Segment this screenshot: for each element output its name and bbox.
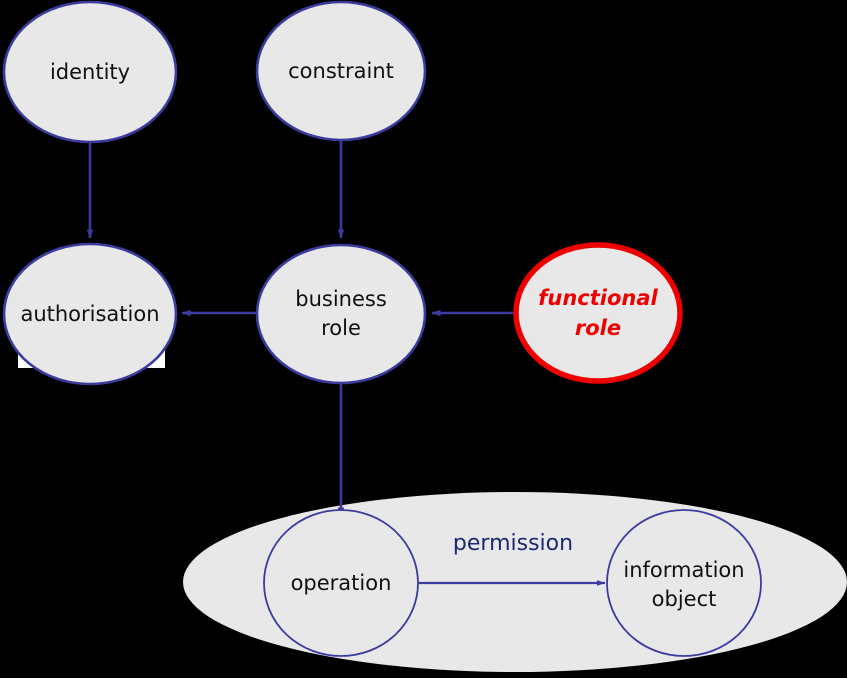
node-constraint-shape[interactable]: [255, 0, 427, 142]
node-identity-label: identity: [50, 60, 130, 84]
edge-label-permission: permission: [453, 531, 573, 556]
node-information-object-label-line1: information: [623, 558, 744, 582]
node-identity[interactable]: identity: [2, 0, 178, 144]
node-functional-role-label-line2: role: [575, 316, 621, 340]
node-functional-role[interactable]: functional role: [513, 242, 683, 384]
node-information-object-shape[interactable]: [606, 509, 762, 657]
node-constraint-label: constraint: [288, 59, 394, 83]
node-identity-shape[interactable]: [2, 0, 178, 144]
node-constraint[interactable]: constraint: [255, 0, 427, 142]
node-functional-role-label-line1: functional: [538, 286, 658, 310]
node-operation-label: operation: [291, 571, 392, 595]
node-authorisation-label: authorisation: [20, 302, 159, 326]
node-business-role-label-line2: role: [321, 316, 361, 340]
node-information-object[interactable]: information object: [606, 509, 762, 657]
node-authorisation[interactable]: authorisation: [2, 242, 178, 386]
node-information-object-label-line2: object: [652, 587, 717, 611]
node-operation[interactable]: operation: [263, 509, 419, 657]
node-authorisation-shape[interactable]: [2, 242, 178, 386]
node-operation-shape[interactable]: [263, 509, 419, 657]
node-business-role-label-line1: business: [295, 287, 387, 311]
node-business-role-shape[interactable]: [255, 243, 427, 385]
edge-layer: [86, 141, 605, 586]
node-business-role[interactable]: business role: [255, 243, 427, 385]
node-functional-role-shape[interactable]: [513, 242, 683, 384]
